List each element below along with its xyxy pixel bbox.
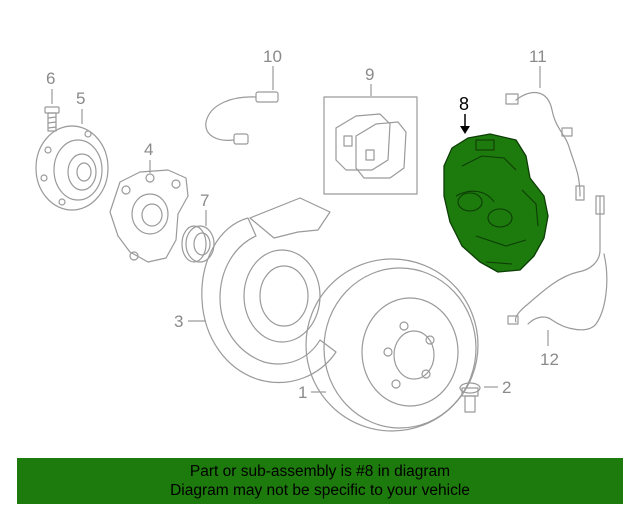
- callout-7: 7: [200, 191, 209, 210]
- part-12-brake-line[interactable]: [507, 195, 608, 331]
- part-6-bolt[interactable]: [44, 106, 60, 132]
- part-7-ring[interactable]: [181, 225, 215, 263]
- part-8-brake-caliper[interactable]: [443, 133, 549, 273]
- banner-line-2: Diagram may not be specific to your vehi…: [170, 482, 470, 499]
- info-banner: Part or sub-assembly is #8 in diagram Di…: [17, 458, 623, 504]
- callout-12: 12: [540, 350, 559, 369]
- part-9-brake-pads[interactable]: [323, 96, 418, 195]
- part-10-wear-sensor[interactable]: [205, 91, 279, 145]
- part-4-wheel-carrier[interactable]: [109, 169, 189, 263]
- part-11-brake-hose[interactable]: [505, 92, 585, 201]
- part-1-brake-rotor[interactable]: [305, 258, 479, 432]
- callout-3: 3: [174, 312, 183, 331]
- callout-8: 8: [459, 94, 469, 114]
- callout-9: 9: [365, 65, 374, 84]
- parts-diagram: 6 5 4 7 10: [35, 47, 608, 432]
- part-5-wheel-hub[interactable]: [35, 125, 109, 211]
- callout-5: 5: [76, 89, 85, 108]
- banner-line-1: Part or sub-assembly is #8 in diagram: [189, 463, 451, 480]
- callout-4: 4: [144, 140, 153, 159]
- part-3-backing-plate[interactable]: [201, 197, 337, 384]
- callout-2: 2: [502, 378, 511, 397]
- part-2-bolt[interactable]: [459, 382, 481, 413]
- callout-6: 6: [46, 69, 55, 88]
- callout-1: 1: [298, 383, 307, 402]
- callout-11: 11: [529, 47, 547, 66]
- callout-10: 10: [263, 47, 282, 66]
